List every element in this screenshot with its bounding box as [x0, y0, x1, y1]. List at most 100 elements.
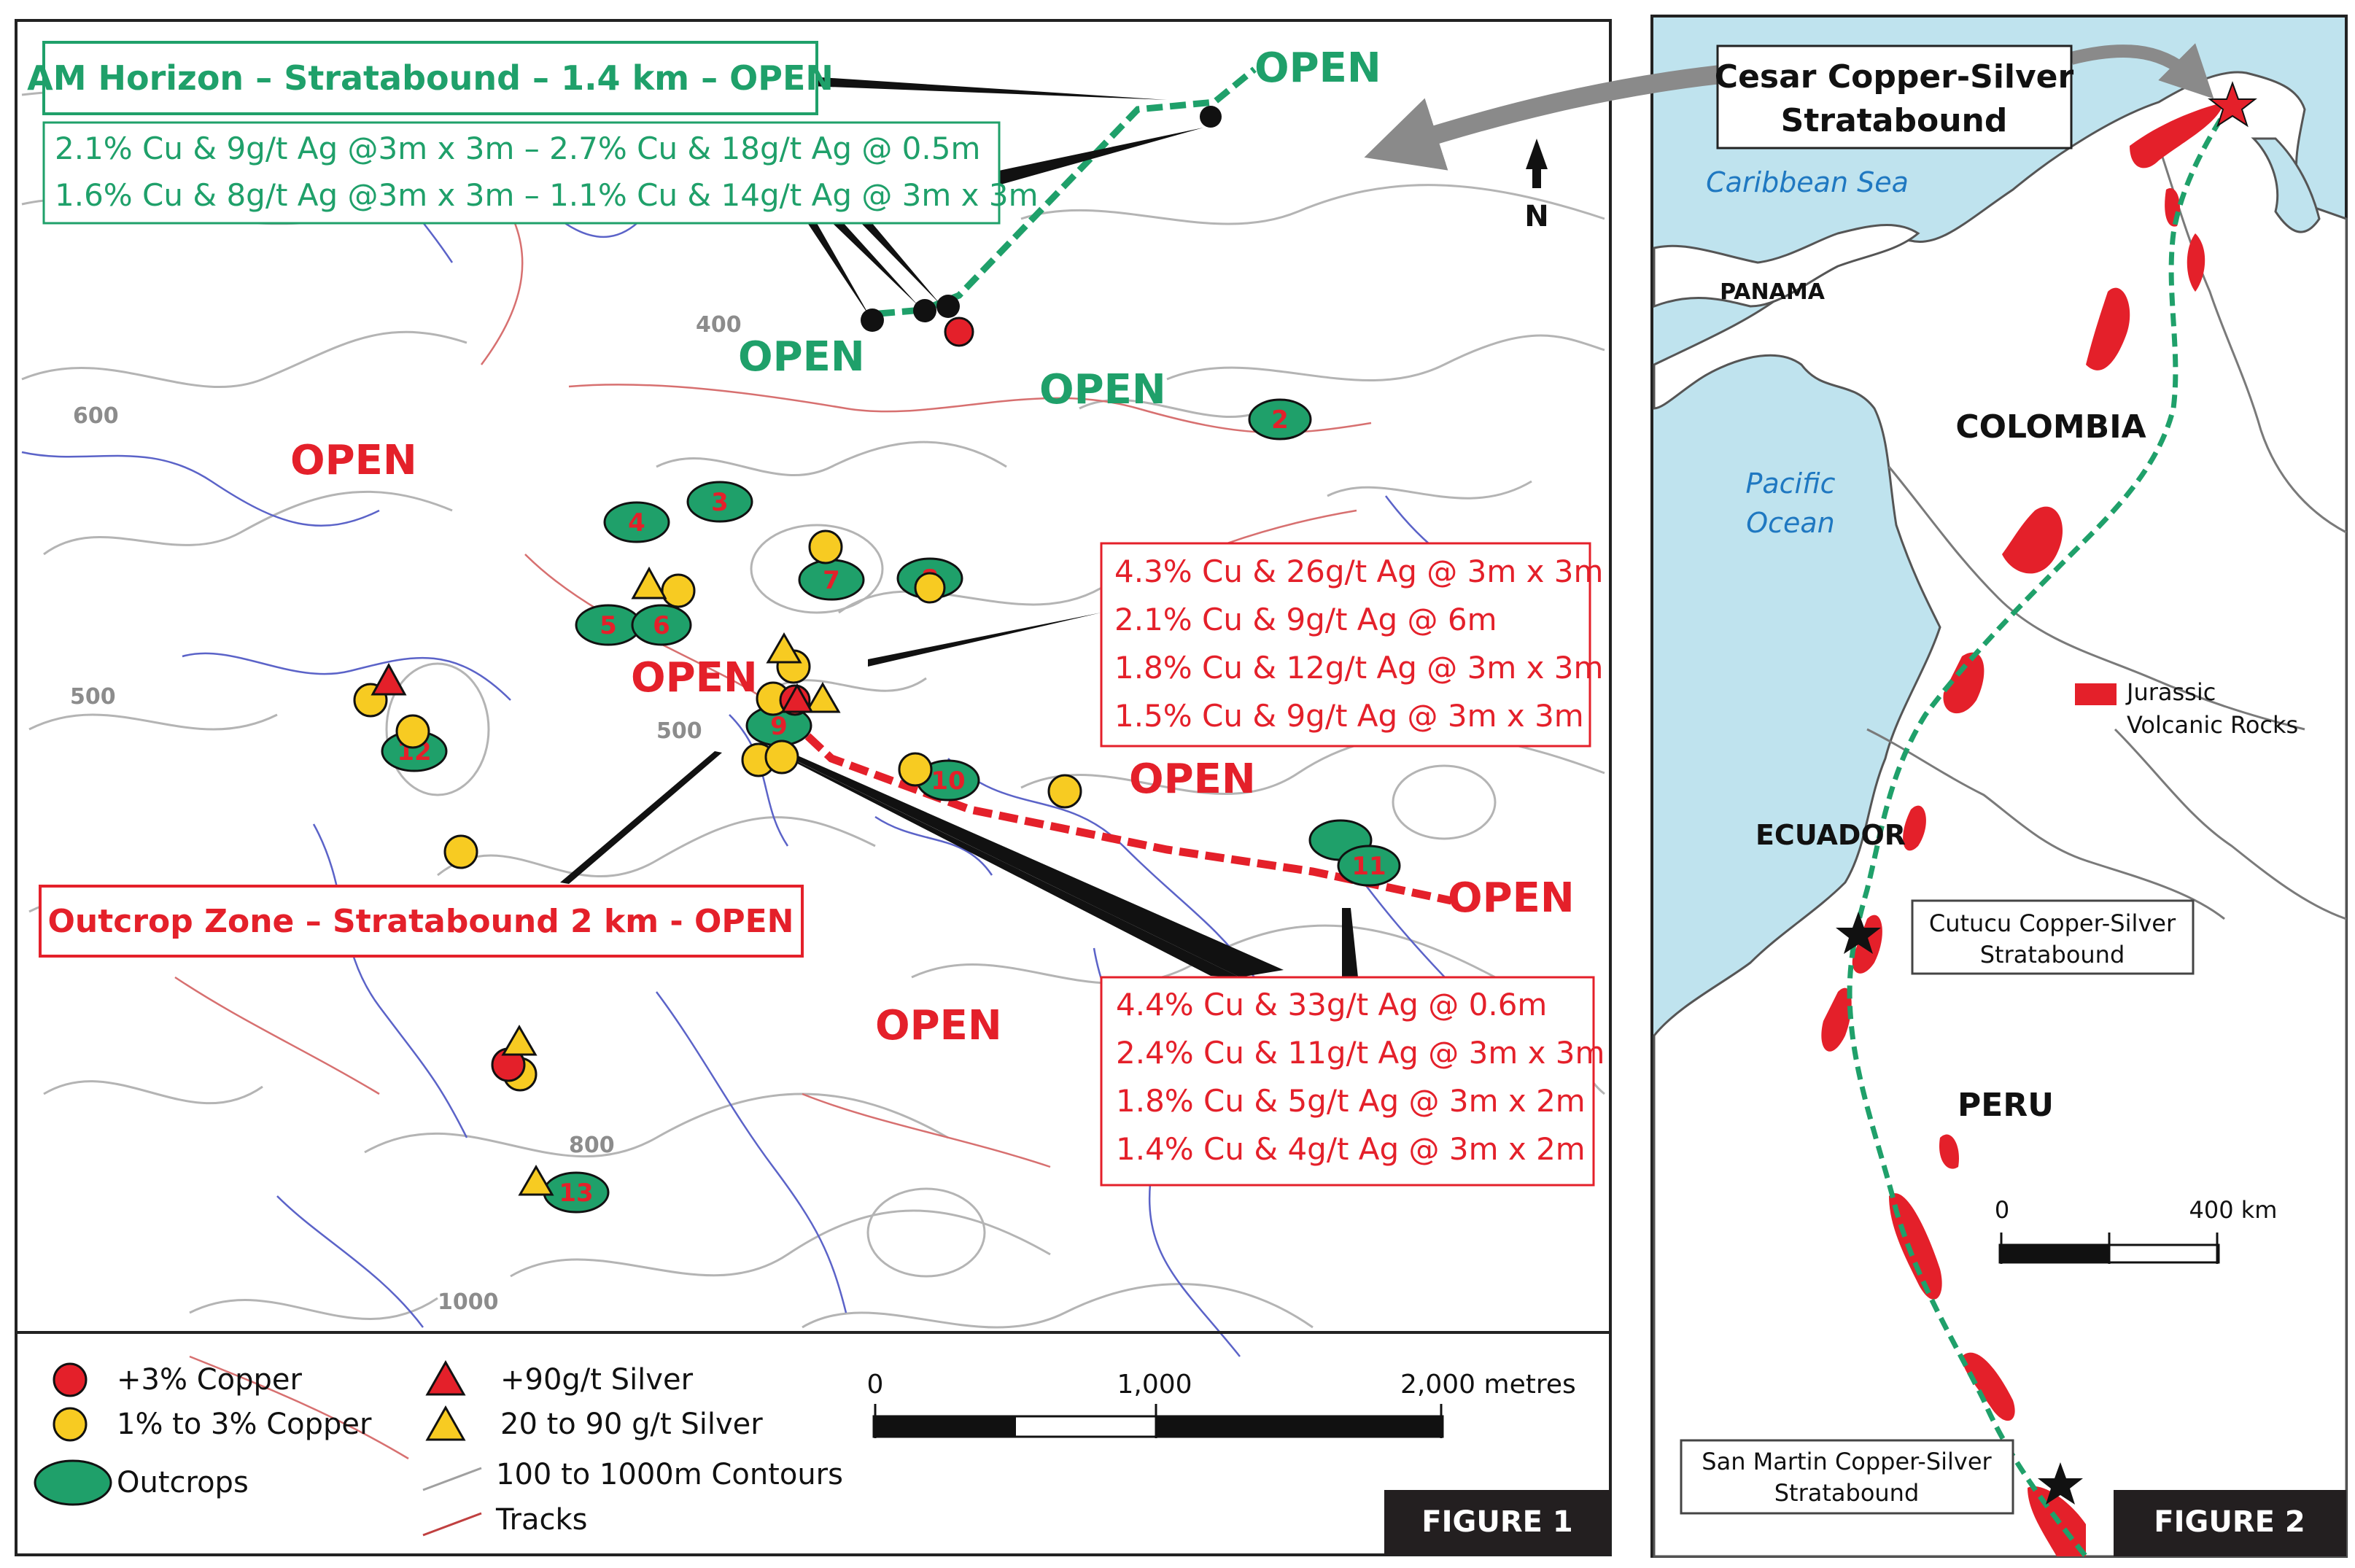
cesar-label-line1: Cesar Copper-Silver — [1715, 58, 2074, 96]
contour-label: 500 — [656, 718, 702, 744]
open-label: OPEN — [631, 654, 758, 702]
cutucu-callout: Cutucu Copper-Silver Stratabound — [1911, 899, 2195, 975]
figure2-badge — [2114, 1490, 2346, 1556]
figure1-legend: +3% Copper 1% to 3% Copper Outcrops +90g… — [16, 1331, 1610, 1555]
jurassic-legend-line2: Volcanic Rocks — [2127, 711, 2298, 739]
scale-tick-label: 1,000 — [1117, 1370, 1192, 1400]
outcrop-zone-callout: Outcrop Zone – Stratabound 2 km - OPEN — [39, 885, 804, 958]
copper-high-marker — [944, 317, 974, 347]
copper-mid-marker — [661, 573, 696, 608]
contour-label: 400 — [696, 312, 742, 338]
outcrop-number: 4 — [628, 508, 645, 537]
legend-copper-high: +3% Copper — [117, 1363, 302, 1397]
copper-mid-marker — [1047, 774, 1082, 809]
san-martin-label-line1: San Martin Copper-Silver — [1702, 1448, 1992, 1475]
outcrop-marker — [1248, 398, 1312, 440]
cesar-project-star-icon — [2208, 81, 2257, 128]
open-label: OPEN — [1448, 874, 1575, 922]
am-horizon-assay-line2: 1.6% Cu & 8g/t Ag @3m x 3m – 1.1% Cu & 1… — [55, 177, 1039, 213]
legend-tracks: Tracks — [495, 1503, 588, 1537]
sample-dot — [913, 299, 936, 322]
cutucu-project-star-icon — [1836, 912, 1881, 954]
san-martin-project-star-icon — [2038, 1462, 2083, 1505]
open-label: OPEN — [738, 333, 865, 381]
land-south-america — [1653, 71, 2348, 1558]
assay-line: 1.8% Cu & 12g/t Ag @ 3m x 3m — [1114, 650, 1603, 686]
cesar-label-line2: Stratabound — [1781, 102, 2008, 139]
outcrop-number: 11 — [1351, 852, 1386, 881]
outcrop-number: 10 — [931, 766, 965, 796]
figure1-scale-bar: 0 1,000 2,000 metres — [867, 1370, 1576, 1438]
sample-dot — [861, 308, 884, 332]
contour-label: 600 — [73, 403, 119, 429]
silver-mid-legend-icon — [425, 1405, 466, 1441]
figure1-badge — [1384, 1490, 1610, 1555]
panama-label: PANAMA — [1720, 279, 1826, 305]
silver-mid-marker — [631, 566, 667, 599]
silver-mid-marker — [804, 682, 841, 713]
assay-line: 2.4% Cu & 11g/t Ag @ 3m x 3m — [1116, 1035, 1605, 1071]
silver-high-legend-icon — [425, 1359, 466, 1396]
am-horizon-samples — [861, 106, 1222, 347]
outcrop-zone-trend-line — [767, 696, 1453, 905]
colombia-label: COLOMBIA — [1955, 408, 2146, 446]
outcrop-marker — [686, 481, 753, 523]
jurassic-volcanic-rocks — [1821, 102, 2224, 1556]
outcrop-zone-title: Outcrop Zone – Stratabound 2 km - OPEN — [47, 903, 794, 940]
outcrop-number: 13 — [559, 1179, 593, 1208]
silver-mid-marker — [501, 1025, 538, 1056]
cesar-callout: Cesar Copper-Silver Stratabound — [1715, 44, 2074, 150]
location-arrow-small — [2069, 43, 2214, 99]
scale-label-end: 400 km — [2189, 1196, 2278, 1224]
copper-mid-marker — [395, 714, 430, 749]
jurassic-legend-swatch — [2075, 683, 2117, 705]
outcrop-number: 2 — [1271, 405, 1289, 435]
figure2-scale-bar: 0 400 km — [1995, 1196, 2278, 1264]
assay-line: 4.4% Cu & 33g/t Ag @ 0.6m — [1116, 987, 1547, 1022]
copper-high-legend-icon — [53, 1362, 88, 1397]
scale-tick-label: 2,000 metres — [1400, 1370, 1576, 1400]
am-horizon-title: AM Horizon – Stratabound – 1.4 km – OPEN — [27, 58, 834, 98]
scale-tick-label: 0 — [867, 1370, 884, 1400]
legend-outcrops: Outcrops — [117, 1466, 249, 1499]
figure1-badge-label: FIGURE 1 — [1421, 1505, 1572, 1539]
pacific-ocean-label-line2: Ocean — [1746, 507, 1835, 539]
outcrop-number: 5 — [600, 611, 617, 640]
outcrop-legend-icon — [34, 1459, 112, 1506]
north-arrow-icon — [1526, 139, 1548, 169]
jurassic-legend-line1: Jurassic — [2125, 678, 2216, 706]
open-labels-red: OPEN OPEN OPEN OPEN OPEN — [290, 437, 1575, 1049]
copper-mid-marker — [914, 572, 946, 604]
assay-line: 4.3% Cu & 26g/t Ag @ 3m x 3m — [1114, 554, 1603, 589]
caribbean-sea-label: Caribbean Sea — [1706, 166, 1909, 198]
open-labels-green: OPEN OPEN OPEN — [738, 44, 1381, 414]
copper-mid-marker — [808, 529, 843, 564]
san-martin-label-line2: Stratabound — [1774, 1479, 1920, 1507]
country-borders — [1866, 145, 2347, 920]
copper-mid-legend-icon — [53, 1407, 88, 1442]
silver-mid-marker — [518, 1165, 554, 1196]
contour-label: 800 — [569, 1133, 615, 1158]
stratabound-trend-line — [1847, 101, 2234, 1559]
open-label: OPEN — [1129, 756, 1256, 803]
outcrop-number: 9 — [770, 712, 788, 741]
north-label: N — [1524, 200, 1548, 233]
outcrop-marker — [603, 501, 670, 543]
outcrop-marker — [1337, 845, 1401, 887]
assay-line: 2.1% Cu & 9g/t Ag @ 6m — [1114, 602, 1497, 637]
pacific-ocean-label-line1: Pacific — [1745, 467, 1835, 500]
outcrop-marker — [631, 604, 692, 646]
san-martin-callout: San Martin Copper-Silver Stratabound — [1680, 1439, 2014, 1515]
sample-dot — [1200, 106, 1222, 128]
outcrop-number: 3 — [711, 488, 729, 517]
assay-line: 1.8% Cu & 5g/t Ag @ 3m x 2m — [1116, 1083, 1586, 1119]
copper-mid-marker — [764, 740, 799, 775]
contour-label: 500 — [70, 684, 116, 710]
silver-high-marker — [780, 683, 814, 713]
copper-mid-marker — [443, 834, 478, 869]
am-horizon-assay-line1: 2.1% Cu & 9g/t Ag @3m x 3m – 2.7% Cu & 1… — [55, 131, 980, 166]
cutucu-label-line2: Stratabound — [1980, 941, 2125, 969]
legend-copper-mid: 1% to 3% Copper — [117, 1408, 372, 1441]
silver-markers — [370, 566, 841, 1196]
